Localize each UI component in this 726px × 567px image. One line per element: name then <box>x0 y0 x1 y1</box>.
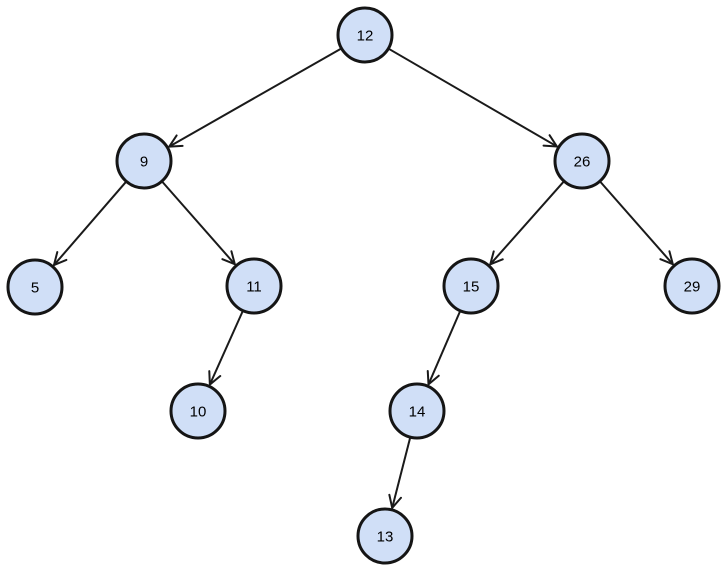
tree-node-label-26: 26 <box>574 153 591 170</box>
tree-node-13: 13 <box>356 507 414 565</box>
tree-node-label-12: 12 <box>357 27 374 44</box>
tree-node-label-29: 29 <box>684 278 701 295</box>
tree-node-circle-14 <box>388 382 446 440</box>
tree-node-label-9: 9 <box>140 153 148 170</box>
tree-node-29: 29 <box>663 257 721 315</box>
tree-edge-26-15 <box>490 180 565 264</box>
tree-edge-12-9 <box>169 47 343 146</box>
tree-edge-9-5 <box>54 180 128 265</box>
tree-edge-12-26 <box>387 47 557 147</box>
tree-node-circle-29 <box>663 257 721 315</box>
tree-node-circle-9 <box>115 132 173 190</box>
tree-node-9: 9 <box>115 132 173 190</box>
tree-node-circle-13 <box>356 507 414 565</box>
tree-node-circle-11 <box>225 257 283 315</box>
tree-node-circle-12 <box>336 6 394 64</box>
tree-node-12: 12 <box>336 6 394 64</box>
tree-node-5: 5 <box>6 258 64 316</box>
tree-node-label-5: 5 <box>31 279 39 296</box>
tree-edge-9-11 <box>161 180 235 264</box>
tree-edge-15-14 <box>429 310 462 385</box>
edges-layer <box>54 47 673 508</box>
tree-edge-26-29 <box>599 180 673 264</box>
tree-node-label-15: 15 <box>463 278 480 295</box>
tree-node-circle-15 <box>442 257 500 315</box>
tree-node-11: 11 <box>225 257 283 315</box>
tree-node-circle-26 <box>553 132 611 190</box>
tree-node-circle-5 <box>6 258 64 316</box>
tree-node-circle-10 <box>169 382 227 440</box>
tree-node-10: 10 <box>169 382 227 440</box>
tree-node-label-10: 10 <box>190 403 207 420</box>
nodes-layer: 12 9 26 5 11 15 29 10 14 13 <box>6 6 721 565</box>
tree-edge-11-10 <box>210 310 244 385</box>
tree-node-26: 26 <box>553 132 611 190</box>
tree-node-15: 15 <box>442 257 500 315</box>
tree-edge-14-13 <box>392 436 412 508</box>
tree-node-label-14: 14 <box>409 403 426 420</box>
tree-node-label-13: 13 <box>377 528 394 545</box>
tree-node-label-11: 11 <box>246 278 262 295</box>
tree-node-14: 14 <box>388 382 446 440</box>
